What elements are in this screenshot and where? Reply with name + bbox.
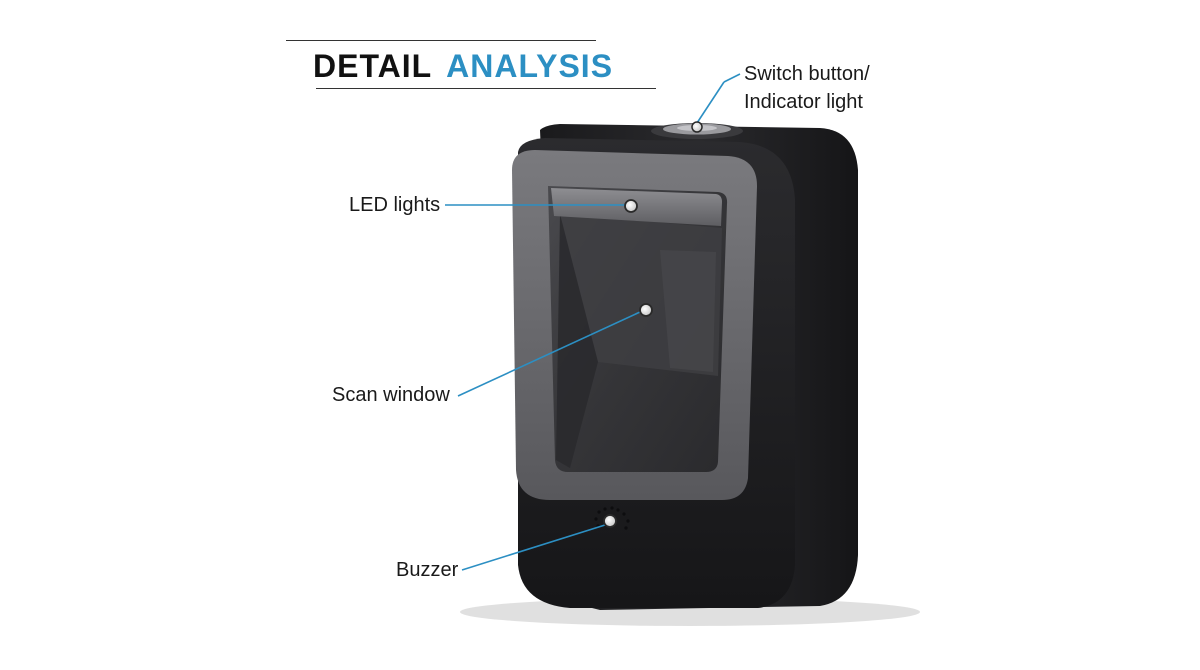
title-part-dark: DETAIL: [313, 48, 433, 84]
callout-label-switch-line1: Switch button/: [744, 63, 870, 85]
leader-line-buzzer: [461, 524, 606, 571]
buzzer-grille-icon: [594, 506, 630, 530]
page-title: DETAIL ANALYSIS: [313, 48, 613, 85]
title-part-accent: ANALYSIS: [446, 48, 614, 84]
leader-line-scan: [457, 311, 641, 397]
title-block: DETAIL ANALYSIS: [286, 40, 656, 90]
callout-markers: [603, 121, 703, 528]
callout-label-buzzer: Buzzer: [396, 559, 459, 581]
callout-dot-icon: [624, 199, 638, 213]
leader-lines: [445, 73, 741, 571]
leader-line-switch-tail: [723, 73, 741, 83]
callout-dot-icon: [639, 303, 653, 317]
leader-line-switch: [696, 81, 725, 124]
callout-dot-icon: [603, 514, 617, 528]
callout-label-led-lights: LED lights: [349, 194, 441, 216]
glass-highlight: [660, 250, 716, 372]
callout-label-switch-button: Switch button/ Indicator light: [744, 60, 870, 116]
title-rule-top: [286, 40, 596, 41]
callout-label-switch-line2: Indicator light: [744, 91, 863, 113]
callout-label-scan-window: Scan window: [332, 384, 450, 406]
callout-dot-icon: [691, 121, 703, 133]
title-rule-bottom: [316, 88, 656, 89]
